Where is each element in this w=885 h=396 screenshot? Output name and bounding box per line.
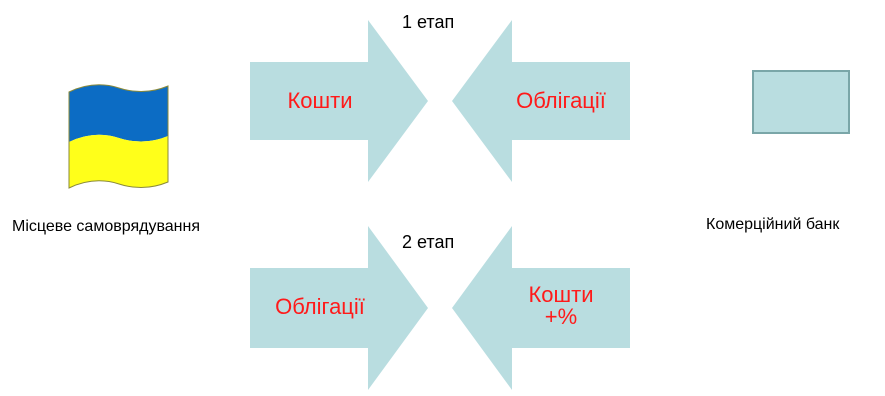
local-government-label: Місцеве самоврядування <box>12 218 200 235</box>
stage2-title: 2 етап <box>402 232 455 252</box>
bank-box-icon <box>752 70 850 134</box>
commercial-bank-label: Комерційний банк <box>706 216 840 233</box>
stage2-left-arrow-text: Облігації <box>275 294 365 319</box>
stage2-right-arrow-text: Кошти +% <box>528 282 594 329</box>
stage1-title: 1 етап <box>402 12 455 32</box>
stage1-left-arrow-text: Кошти <box>287 88 353 113</box>
stage1-bonds-arrow: Облігації <box>452 20 630 182</box>
local-government-flag-icon <box>64 80 170 192</box>
stage1-right-arrow-text: Облігації <box>516 88 606 113</box>
stage2-bonds-arrow: Облігації <box>250 226 428 390</box>
stage1-funds-arrow: Кошти <box>250 20 428 182</box>
stage2-funds-interest-arrow: Кошти +% <box>452 226 630 390</box>
